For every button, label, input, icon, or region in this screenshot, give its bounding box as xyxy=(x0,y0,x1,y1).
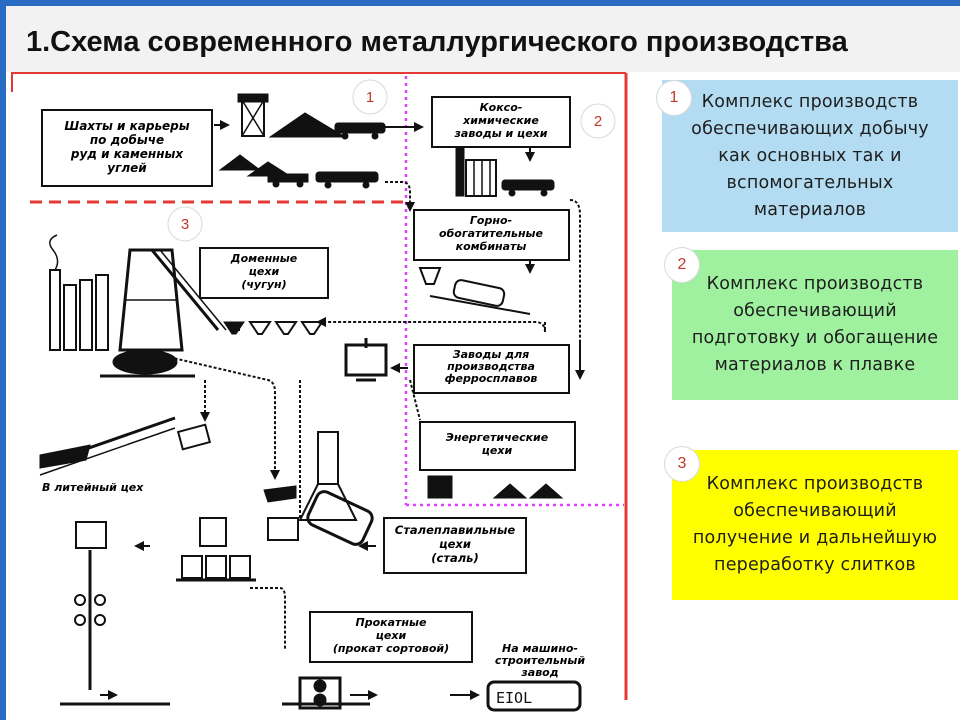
zone-borders xyxy=(11,72,628,700)
conveyor-to-rolling xyxy=(250,587,286,650)
coal-pile-icon xyxy=(218,154,292,177)
page-title: 1.Схема современного металлургического п… xyxy=(26,26,848,58)
equipment-illustrations: EIOL xyxy=(39,93,582,712)
legend-item-1: Комплекс производств обеспечивающих добы… xyxy=(662,80,958,232)
legend-item-2: Комплекс производств обеспечивающий подг… xyxy=(672,250,958,400)
rolling-mill-icon xyxy=(282,676,370,710)
ladle-car-icon xyxy=(100,349,195,378)
ore-hoppers-icon xyxy=(223,321,324,335)
machine-plant-icon: EIOL xyxy=(486,680,582,712)
coke-wagon-icon xyxy=(501,179,555,197)
converter-icon xyxy=(263,485,374,546)
legend-badge-2: 2 xyxy=(665,248,699,282)
legend-badge-3: 3 xyxy=(665,447,699,481)
legend-item-3: Комплекс производств обеспечивающий полу… xyxy=(672,450,958,600)
blast-furnace-icon xyxy=(118,248,227,352)
legend-item-2-text: Комплекс производств обеспечивающий подг… xyxy=(691,274,939,375)
conveyor-to-beneficiation xyxy=(385,181,415,212)
coke-plant-icon xyxy=(455,147,497,197)
ore-pile-icon xyxy=(268,112,347,138)
label-foundry: В литейный цех xyxy=(42,481,144,494)
legend-item-1-text: Комплекс производств обеспечивающих добы… xyxy=(691,91,929,220)
zone-badge-2: 2 xyxy=(580,103,616,139)
headframe-tower-icon xyxy=(237,93,269,137)
zone-badge-1: 1 xyxy=(352,79,388,115)
top-frame-bar xyxy=(0,0,960,6)
rail-wagon-icon-1 xyxy=(334,122,386,140)
left-frame-bar xyxy=(0,0,6,720)
zone-badge-3-label: 3 xyxy=(181,216,189,233)
energy-buildings-icon xyxy=(427,475,564,499)
conveyor-to-blast-furnace xyxy=(316,317,546,333)
title-bar xyxy=(6,6,960,72)
stoves-chimney-icon xyxy=(49,234,109,351)
conveyor-right-side xyxy=(569,199,581,340)
legend-badge-1: 1 xyxy=(657,81,691,115)
ladle-pour-icon xyxy=(298,431,358,521)
rail-wagon-icon-2 xyxy=(267,173,309,188)
zone-badge-1-label: 1 xyxy=(366,89,374,106)
sinter-machine-icon xyxy=(418,267,531,315)
zone-badge-3: 3 xyxy=(167,206,203,242)
rail-wagon-icon-3 xyxy=(315,171,379,189)
ingot-molds-icon xyxy=(176,517,256,582)
legend-item-3-text: Комплекс производств обеспечивающий полу… xyxy=(692,474,938,575)
dashed-link-energy xyxy=(409,379,421,421)
conveyor-pig-iron xyxy=(159,354,280,480)
ferroalloy-furnace-icon xyxy=(344,338,388,382)
casting-machine-icon xyxy=(39,416,212,476)
continuous-caster-icon xyxy=(60,521,170,706)
zone-badge-2-label: 2 xyxy=(594,113,602,130)
svg-text:EIOL: EIOL xyxy=(496,689,532,707)
